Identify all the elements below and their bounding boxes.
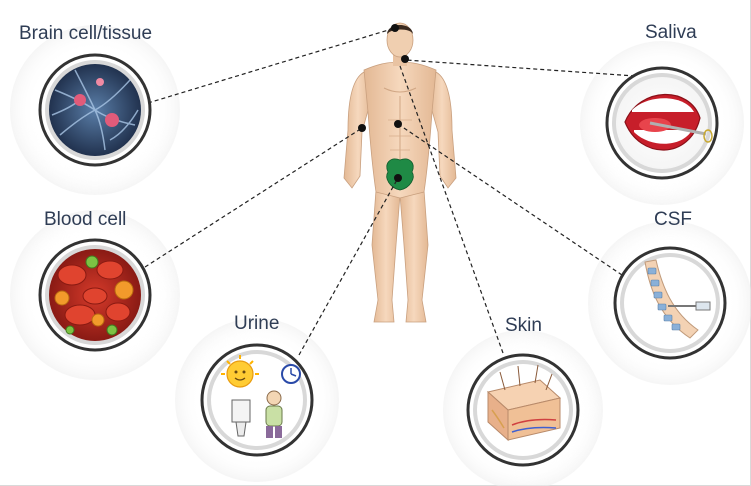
label-urine: Urine — [234, 313, 279, 335]
label-skin: Skin — [505, 315, 542, 337]
dot-arm — [358, 124, 366, 132]
dot-spine — [394, 120, 402, 128]
dot-mouth — [401, 55, 409, 63]
urine-image — [202, 345, 312, 455]
connector-blood — [145, 128, 362, 267]
skin-image — [468, 355, 578, 465]
human-body-figure — [344, 23, 456, 322]
dot-groin — [394, 174, 402, 182]
brain-cell-image — [40, 55, 150, 165]
label-csf: CSF — [654, 209, 692, 231]
saliva-image — [607, 68, 717, 178]
label-brain-cell-tissue: Brain cell/tissue — [19, 23, 152, 45]
clock-icon — [282, 365, 300, 383]
blood-cell-image — [40, 240, 150, 350]
label-blood-cell: Blood cell — [44, 209, 126, 231]
csf-image — [615, 248, 725, 358]
label-saliva: Saliva — [645, 22, 697, 44]
dot-head — [391, 24, 399, 32]
